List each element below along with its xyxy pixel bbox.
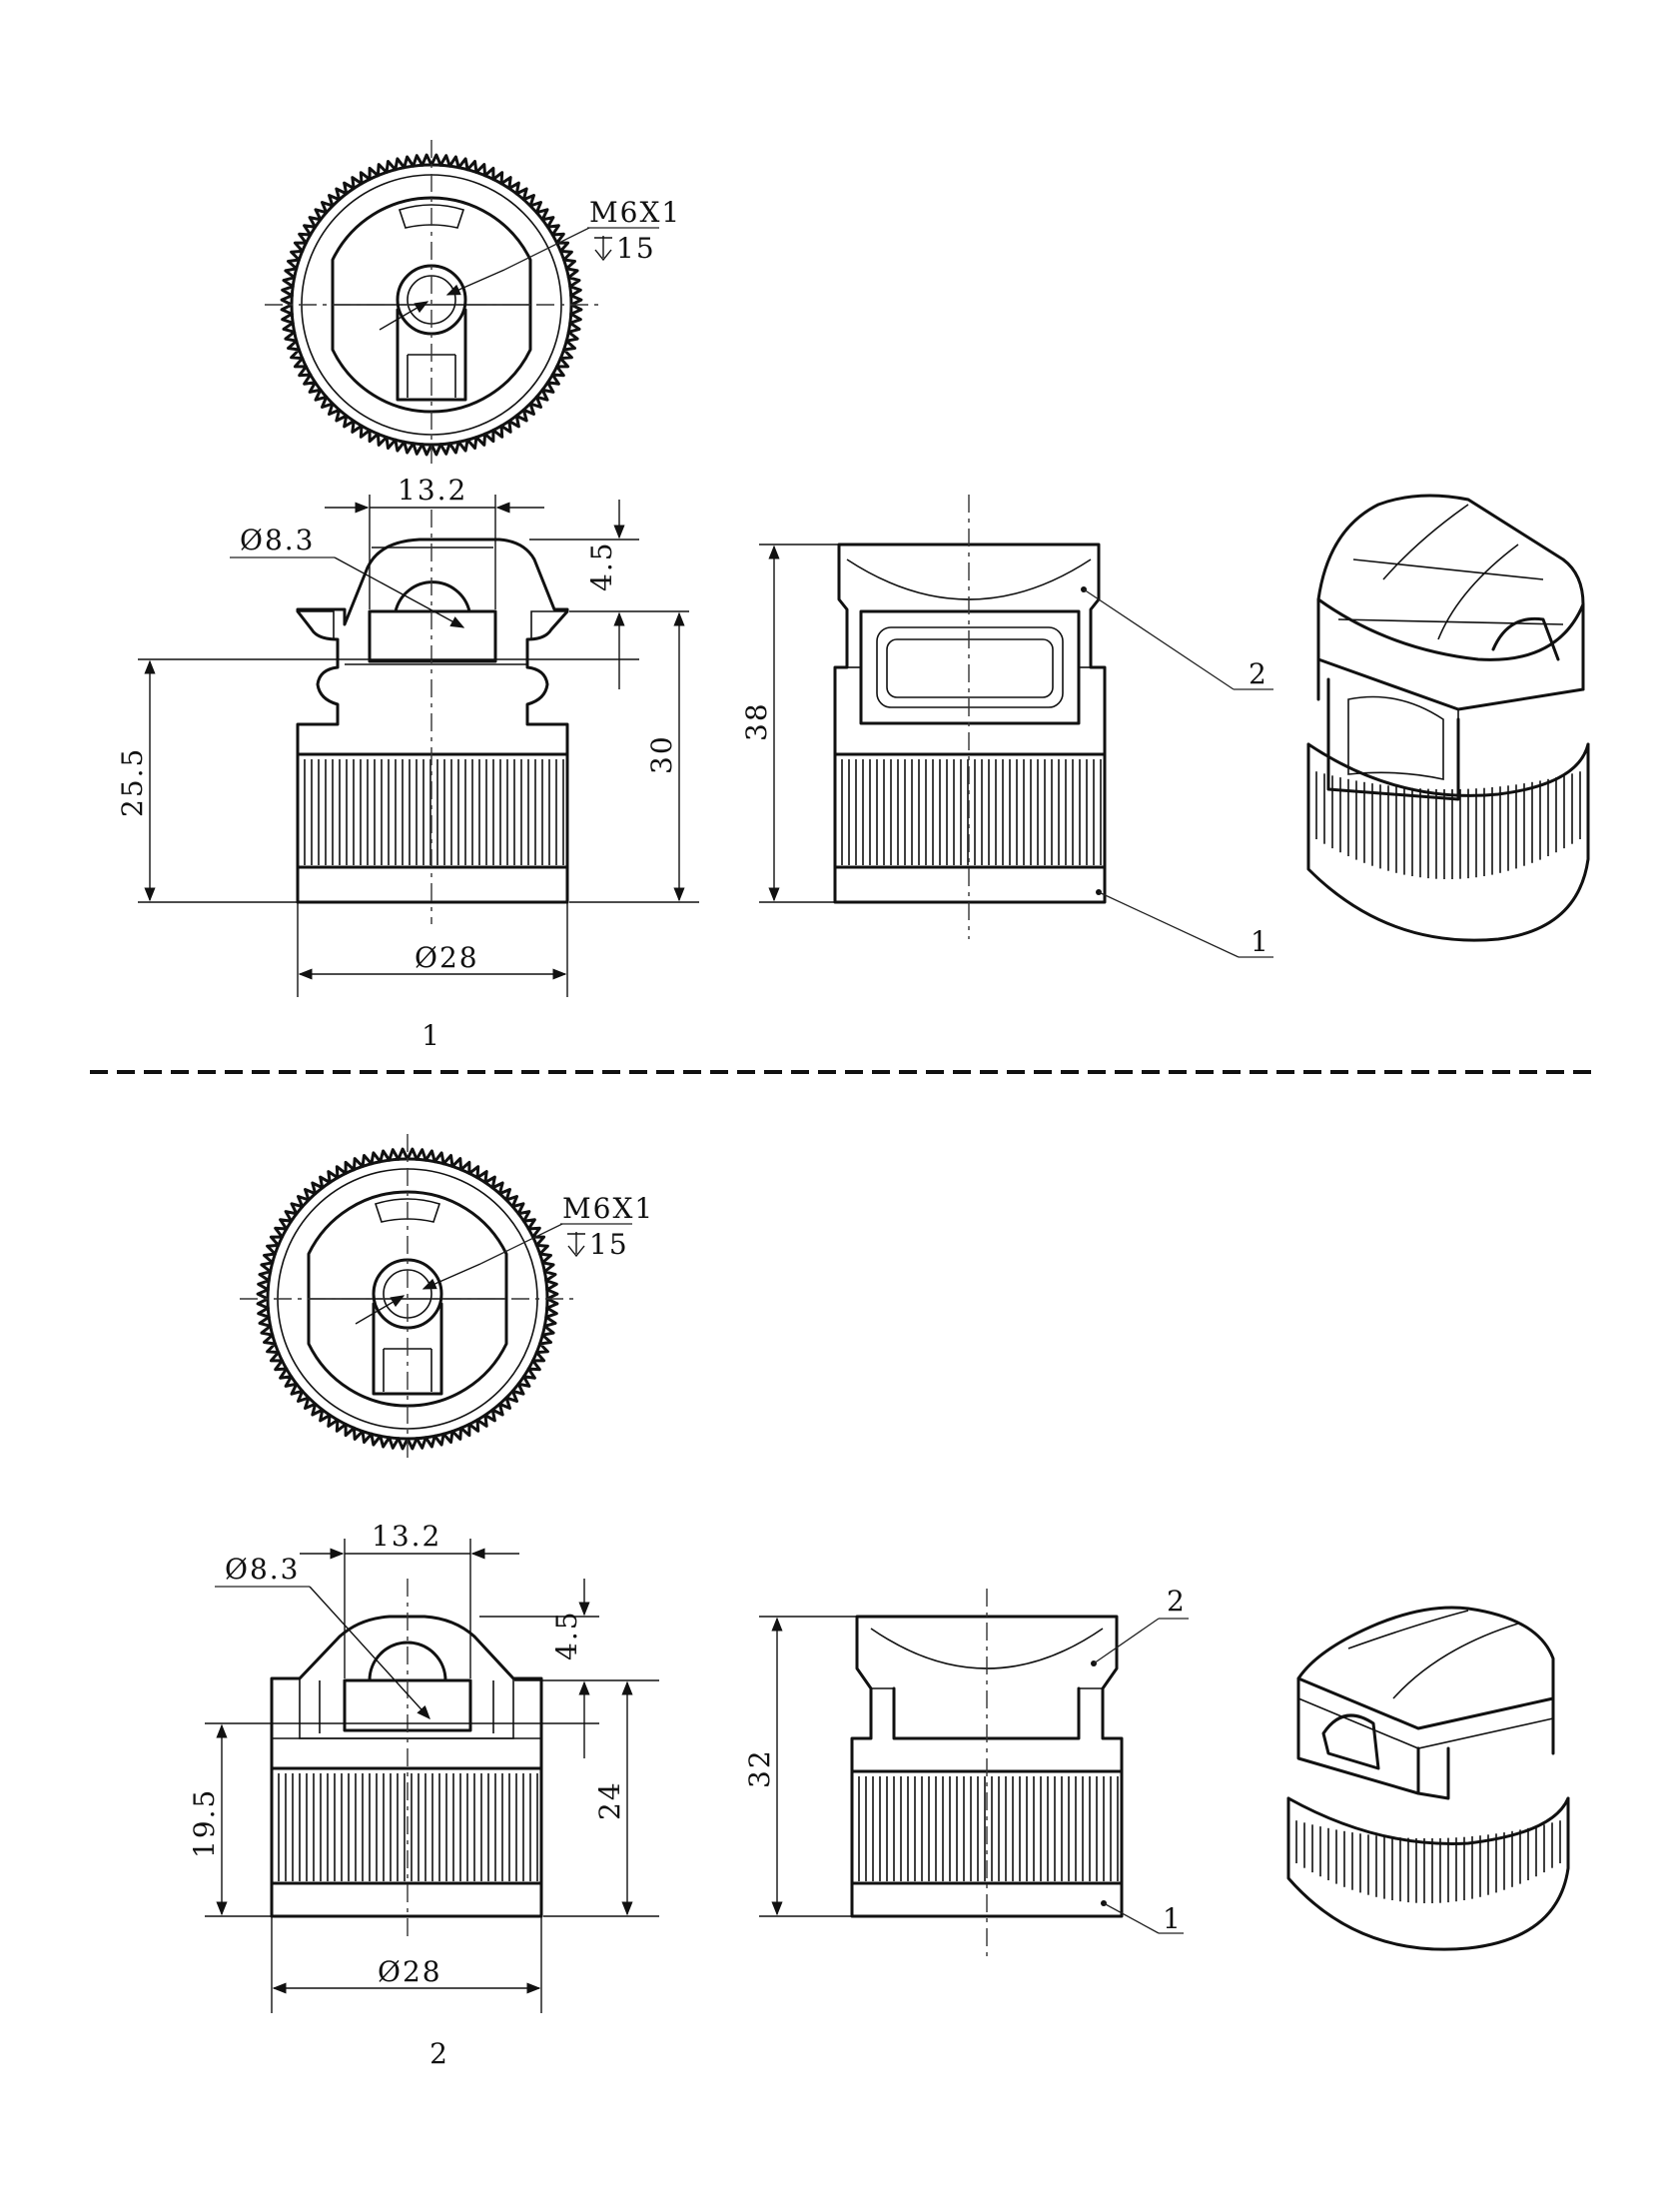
knurl-ring: [280, 153, 583, 457]
side-view-1: 2 1 38: [740, 495, 1273, 958]
depth-label: 15: [589, 1228, 629, 1261]
knurl-ring: [256, 1147, 559, 1451]
step-height-label: 4.5: [585, 541, 618, 591]
top-view-2: M6X1 15: [240, 1134, 654, 1464]
part-base-label: 1: [1251, 925, 1270, 958]
depth-label: 15: [616, 232, 656, 265]
base-diameter-label: Ø28: [415, 941, 479, 974]
knurl-flutes: [1315, 771, 1581, 879]
width-top-label: 13.2: [398, 474, 467, 507]
iso-view-2: [1286, 1606, 1570, 1951]
part-lid-label: 2: [1249, 657, 1268, 690]
hole-diameter-label: Ø8.3: [225, 1553, 300, 1586]
thread-label: M6X1: [562, 1192, 654, 1225]
hole-diameter-label: Ø8.3: [240, 524, 315, 556]
knurl-flutes: [858, 1776, 1119, 1881]
side-height-label: 38: [740, 701, 773, 741]
iso-view-1: [1306, 494, 1590, 942]
height-total-label: 30: [645, 734, 678, 774]
variant-2: M6X1 15 13.2: [188, 1134, 1570, 2070]
height-lower-label: 25.5: [116, 747, 149, 817]
front-view-2: 13.2 Ø8.3 4.5 24 19.5 Ø28 2: [188, 1520, 659, 2070]
knurl-teeth: [280, 153, 583, 457]
base-diameter-label: Ø28: [378, 1955, 442, 1988]
variant-caption: 2: [429, 2037, 449, 2070]
variant-caption: 1: [421, 1019, 441, 1052]
knurl-flutes: [841, 759, 1102, 865]
height-total-label: 24: [593, 1780, 626, 1820]
step-height-label: 4.5: [550, 1610, 583, 1660]
knurl-flutes: [1295, 1820, 1561, 1903]
knurl-flutes: [304, 759, 564, 865]
variant-1: M6X1 15: [116, 140, 1590, 1052]
height-lower-label: 19.5: [188, 1788, 221, 1858]
part-base-label: 1: [1163, 1902, 1183, 1935]
top-view-1: M6X1 15: [265, 140, 681, 470]
side-height-label: 32: [743, 1748, 776, 1788]
front-view-1: 13.2 Ø8.3 4.5 30 25.5 Ø28: [116, 474, 699, 1052]
thread-label: M6X1: [589, 196, 681, 229]
depth-icon: [594, 236, 612, 262]
width-top-label: 13.2: [372, 1520, 441, 1553]
depth-icon: [567, 1232, 585, 1258]
side-view-2: 2 1 32: [743, 1585, 1189, 1958]
knurl-flutes: [278, 1773, 538, 1881]
part-lid-label: 2: [1167, 1585, 1187, 1618]
knurl-teeth: [256, 1147, 559, 1451]
